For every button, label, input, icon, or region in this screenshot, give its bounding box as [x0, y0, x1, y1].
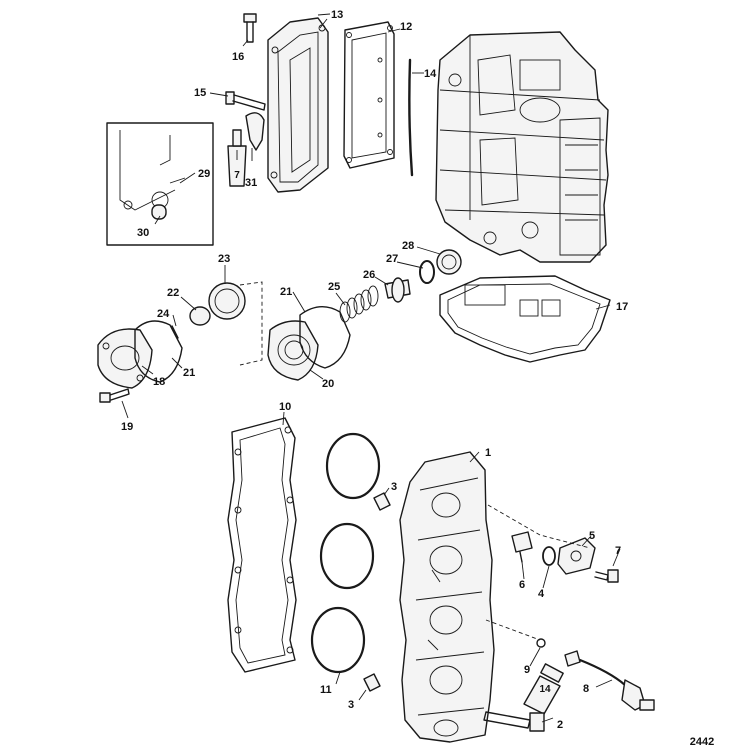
- washer-4: [542, 546, 556, 566]
- cylinder-block: [435, 31, 609, 263]
- callout-23: 23: [218, 253, 230, 265]
- poppet-26: [384, 277, 411, 303]
- pin-24: [171, 325, 179, 339]
- callout-17: 17: [616, 301, 628, 313]
- elbow-fitting-5: [557, 537, 596, 575]
- callout-14: 14: [424, 68, 437, 80]
- callouts: 1 2 3 3 4 5 6 7 8 9 10 11 12 13 14 15 16…: [121, 9, 714, 748]
- thermostat-cover: [97, 328, 153, 389]
- gasket-21-left: [134, 320, 183, 383]
- leader-lines: [121, 13, 621, 723]
- sealant-tube-14: 14: [523, 663, 564, 715]
- bolt-19: [99, 388, 130, 403]
- o-rings: [310, 432, 381, 674]
- bolt-2: [483, 711, 545, 732]
- grommet-28: [436, 249, 462, 275]
- valve-22: [189, 306, 211, 326]
- callout-10: 10: [279, 401, 291, 413]
- sealant-tube-7: 7: [227, 129, 247, 187]
- tube-label: 7: [234, 170, 240, 181]
- callout-25: 25: [328, 281, 340, 293]
- callout-16: 16: [232, 51, 244, 63]
- callout-9: 9: [524, 664, 530, 676]
- figure-number: 2442: [690, 736, 714, 748]
- thermostat-housing: [267, 320, 319, 381]
- callout-30: 30: [137, 227, 149, 239]
- callout-28: 28: [402, 240, 414, 252]
- sensor-6: [511, 531, 533, 563]
- callout-1: 1: [485, 447, 491, 459]
- temperature-sensor-harness-8: [564, 650, 655, 711]
- callout-5: 5: [589, 530, 595, 542]
- clip-31: [245, 112, 265, 151]
- callout-20: 20: [322, 378, 334, 390]
- callout-4: 4: [538, 588, 545, 600]
- callout-24: 24: [157, 308, 170, 320]
- bolt-7: [594, 569, 619, 583]
- callout-27: 27: [386, 253, 398, 265]
- callout-11: 11: [320, 684, 332, 696]
- callout-6: 6: [519, 579, 525, 591]
- callout-31: 31: [245, 177, 257, 189]
- spring-25: [339, 285, 379, 323]
- bolt-16: [243, 13, 257, 43]
- dowel-pin-lower: [363, 673, 381, 692]
- callout-15: 15: [194, 87, 206, 99]
- washer-27: [419, 260, 435, 284]
- callout-12: 12: [400, 21, 412, 33]
- callout-18: 18: [153, 376, 165, 388]
- o-ring-9: [536, 638, 546, 648]
- dowel-pin-upper: [373, 492, 391, 511]
- callout-29: 29: [198, 168, 210, 180]
- callout-21-upper: 21: [280, 286, 292, 298]
- gasket-21-right: [299, 306, 351, 369]
- callout-3-upper: 3: [391, 481, 397, 493]
- callout-2: 2: [557, 719, 563, 731]
- cylinder-head-gasket-17: [439, 275, 611, 363]
- callout-26: 26: [363, 269, 375, 281]
- exhaust-cover: [267, 17, 329, 193]
- cylinder-head: [399, 451, 495, 743]
- callout-3-lower: 3: [348, 699, 354, 711]
- callout-21-lower: 21: [183, 367, 195, 379]
- cylinder-head-gasket-10: [227, 417, 297, 673]
- seal-strip: [408, 58, 414, 177]
- callout-19: 19: [121, 421, 133, 433]
- callout-13: 13: [331, 9, 343, 21]
- tube-label: 14: [539, 684, 551, 695]
- callout-7: 7: [615, 545, 621, 557]
- callout-22: 22: [167, 287, 179, 299]
- detail-inset: [106, 122, 214, 246]
- diaphragm-23: [208, 282, 246, 320]
- callout-8: 8: [583, 683, 589, 695]
- bolt-15: [225, 91, 266, 111]
- exhaust-cover-gasket: [343, 21, 395, 169]
